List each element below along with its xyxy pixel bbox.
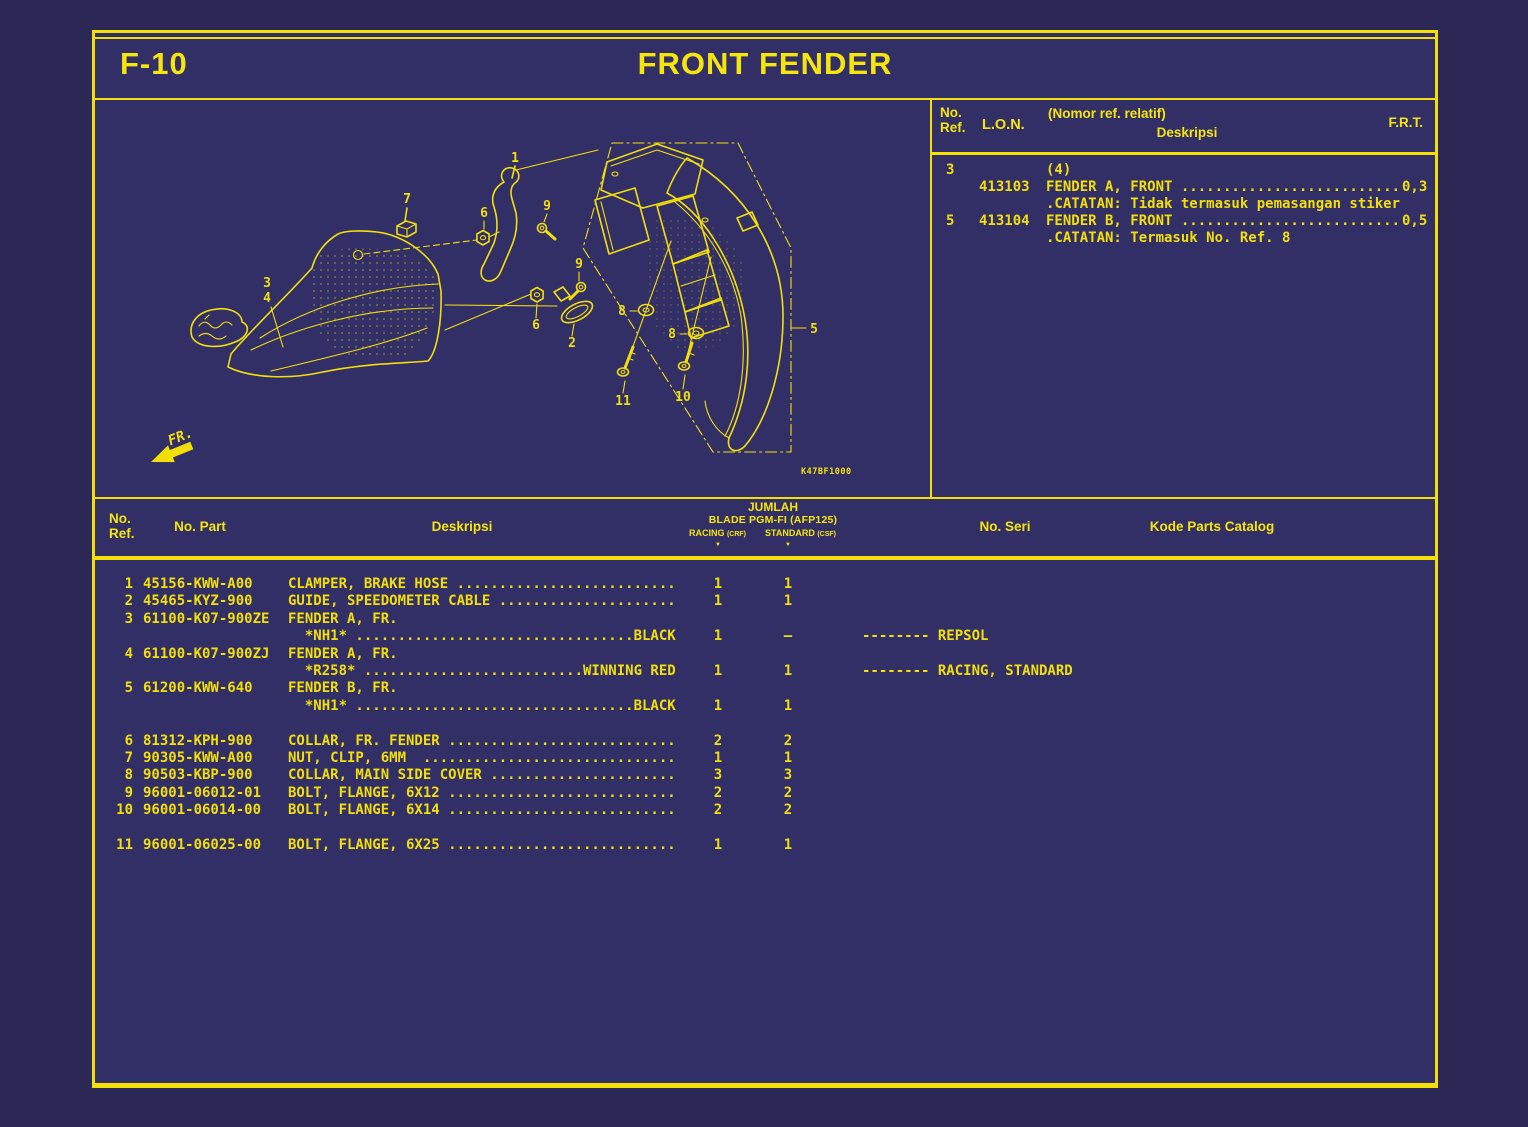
bolt-10: [677, 341, 695, 390]
lon-row: 3(4): [946, 162, 1072, 178]
parts-header-part: No. Part: [174, 519, 226, 534]
parts-table-header: No.Ref. No. Part Deskripsi JUMLAH BLADE …: [95, 497, 1435, 560]
collar-8a: [629, 303, 655, 317]
parts-header-jumlah: JUMLAH BLADE PGM-FI (AFP125) RACING (CRF…: [653, 501, 893, 549]
callout-9: 9: [543, 199, 551, 214]
parts-row: *NH1* .................................B…: [288, 628, 989, 645]
collar-8b: [679, 326, 705, 340]
title-bar: F-10 FRONT FENDER: [95, 33, 1435, 100]
collar-nut-upper: [476, 220, 490, 246]
racing-mark: ▼: [715, 542, 721, 548]
fender-b-boundary: [582, 142, 792, 453]
diagram-plate-code: K47BF1000: [801, 467, 852, 477]
callout-8b: 8: [668, 327, 676, 342]
lon-header-relatif: (Nomor ref. relatif): [1048, 106, 1166, 121]
parts-row: *NH1* .................................B…: [288, 697, 793, 714]
callout-8: 8: [618, 304, 626, 319]
parts-row: *R258* ..........................WINNING…: [288, 663, 1073, 680]
parts-header-deskripsi: Deskripsi: [431, 519, 493, 534]
lon-header-lon: L.O.N.: [982, 117, 1025, 133]
standard-mark: ▼: [785, 542, 791, 548]
nut-clip-part: [396, 207, 417, 238]
callout-3: 3: [263, 276, 271, 291]
callout-7: 7: [403, 192, 411, 207]
callout-2: 2: [568, 336, 576, 351]
fr-arrow: FR.: [151, 425, 195, 463]
lon-row: .CATATAN: Termasuk No. Ref. 8: [1046, 230, 1291, 246]
decal-sticker: [190, 307, 249, 348]
lon-table-header: No.Ref. L.O.N. (Nomor ref. relatif) Desk…: [932, 98, 1435, 155]
top-rule: [95, 37, 1435, 39]
callout-10: 10: [675, 390, 691, 405]
bolt-lower: [568, 271, 587, 301]
diagram-panel: FR. 3: [95, 100, 930, 497]
parts-header-seri: No. Seri: [979, 519, 1031, 534]
callout-5: 5: [810, 322, 818, 337]
lon-table: No.Ref. L.O.N. (Nomor ref. relatif) Desk…: [930, 98, 1435, 497]
callout-6: 6: [480, 206, 488, 221]
bolt-11: [616, 345, 636, 394]
page-code: F-10: [120, 46, 188, 81]
col-racing: RACING (CRF): [688, 528, 747, 538]
callout-6b: 6: [532, 318, 540, 333]
page-title: FRONT FENDER: [637, 46, 893, 81]
parts-header-katalog: Kode Parts Catalog: [1149, 519, 1275, 534]
lon-header-deskripsi: Deskripsi: [1156, 125, 1218, 140]
callout-1: 1: [511, 151, 519, 166]
fender-b-part: [594, 143, 784, 452]
clamper-part: [480, 165, 520, 282]
fender-a-part: [227, 230, 478, 378]
page-frame: F-10 FRONT FENDER FR.: [92, 30, 1438, 1088]
parts-header-no-ref: No.Ref.: [109, 511, 135, 541]
callout-11: 11: [615, 394, 631, 409]
bolt-upper: [536, 213, 557, 241]
col-standard: STANDARD (CSF): [764, 528, 837, 538]
exploded-diagram: FR. 3: [151, 142, 852, 477]
callout-9b: 9: [575, 257, 583, 272]
lon-header-no-ref: No.Ref.: [940, 105, 966, 135]
collar-nut-lower: [530, 286, 544, 319]
lon-header-frt: F.R.T.: [1388, 115, 1423, 130]
lon-row: .CATATAN: Tidak termasuk pemasangan stik…: [1046, 196, 1401, 212]
guide-part: [553, 286, 594, 337]
callout-4: 4: [263, 291, 271, 306]
